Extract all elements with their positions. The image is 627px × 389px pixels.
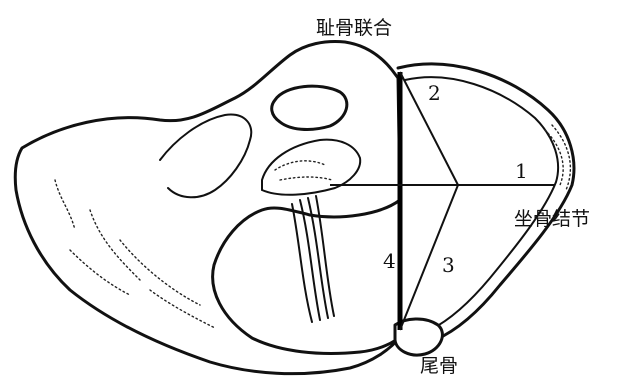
ilium-outline [15, 42, 402, 374]
diameter-label-4: 4 [383, 249, 396, 273]
diameter-label-1: 1 [515, 159, 528, 183]
label-coccyx: 尾骨 [420, 355, 458, 377]
label-ischial-tuberosity: 坐骨结节 [514, 208, 590, 230]
pelvic-outlet-ring [398, 64, 574, 342]
obturator-foramen [272, 86, 347, 129]
diameter-label-2: 2 [428, 81, 441, 105]
diameter-label-3: 3 [442, 253, 455, 277]
label-pubic-symphysis: 耻骨联合 [316, 17, 392, 39]
